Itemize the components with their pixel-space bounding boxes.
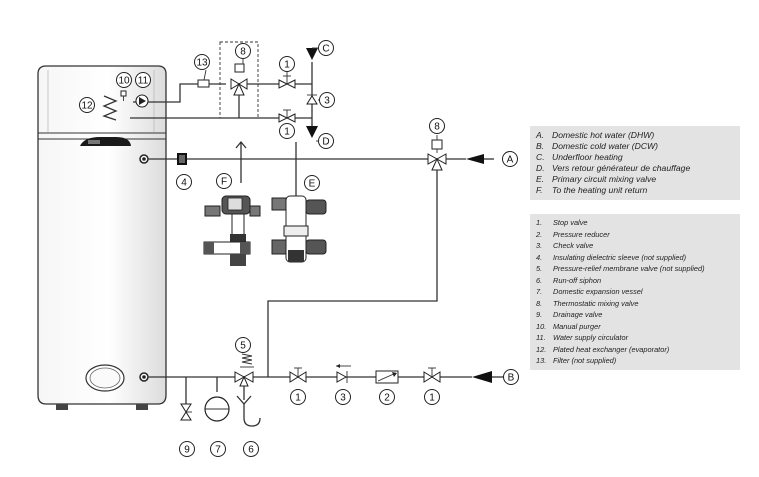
marker-4: 4 — [176, 174, 192, 190]
svg-text:1: 1 — [429, 393, 435, 404]
manifold-fitting-icon — [271, 195, 327, 263]
purger-icon — [120, 90, 127, 101]
legend-row: 7.Domestic expansion vessel — [536, 287, 643, 296]
marker-10: 10 — [116, 72, 132, 88]
heat-exchanger-icon — [102, 95, 118, 121]
marker-6: 6 — [243, 441, 259, 457]
legend-row: F.To the heating unit return — [536, 185, 648, 195]
expansion-vessel-icon — [204, 396, 230, 422]
check-valve-icon — [336, 364, 351, 383]
svg-text:3: 3 — [324, 96, 330, 107]
legend-row: 3.Check valve — [536, 241, 594, 250]
svg-text:A: A — [507, 155, 514, 166]
legend-row: 2.Pressure reducer — [536, 229, 610, 239]
flow-arrow-icon — [472, 371, 492, 383]
pressure-relief-valve-icon — [234, 353, 254, 387]
marker-B: B — [503, 369, 519, 385]
legend-row: 4.Insulating dielectric sleeve (not supp… — [536, 252, 687, 262]
legend-row: 13.Filter (not supplied) — [536, 356, 617, 365]
svg-text:E: E — [309, 179, 316, 190]
legend-flows: A.Domestic hot water (DHW) B.Domestic co… — [530, 126, 740, 200]
stop-valve-icon — [278, 75, 296, 89]
legend-row: 5.Pressure-relief membrane valve (not su… — [536, 264, 705, 273]
legend-row: 9.Drainage valve — [536, 310, 603, 319]
marker-F: F — [216, 173, 232, 189]
marker-D: D — [318, 133, 334, 149]
thermostatic-mixing-valve-icon — [427, 139, 447, 171]
marker-3: 3 — [319, 92, 335, 108]
marker-1: 1 — [290, 389, 306, 405]
svg-text:5: 5 — [240, 341, 246, 352]
legend-row: B.Domestic cold water (DCW) — [536, 141, 659, 151]
siphon-icon — [236, 386, 261, 427]
legend-row: 1.Stop valve — [536, 218, 588, 227]
svg-text:1: 1 — [284, 127, 290, 138]
svg-text:3: 3 — [340, 393, 346, 404]
svg-text:C: C — [322, 44, 329, 55]
svg-text:6: 6 — [248, 445, 254, 456]
legend-row: 6.Run-off siphon — [536, 275, 602, 285]
manifold-fitting-icon — [203, 195, 261, 266]
legend-row: 10.Manual purger — [536, 321, 601, 331]
flow-arrow-icon — [466, 154, 484, 164]
stop-valve-icon — [278, 109, 296, 123]
drain-valve-icon — [180, 403, 192, 421]
svg-text:7: 7 — [215, 445, 221, 456]
svg-text:13: 13 — [196, 58, 208, 69]
stop-valve-icon — [289, 367, 307, 383]
marker-3: 3 — [335, 389, 351, 405]
svg-text:11: 11 — [138, 76, 149, 87]
check-valve-icon — [306, 94, 318, 105]
marker-1: 1 — [279, 56, 295, 72]
marker-1: 1 — [424, 389, 440, 405]
marker-C: C — [318, 40, 334, 56]
filter-icon — [197, 79, 210, 88]
pressure-reducer-icon — [375, 370, 399, 384]
svg-text:1: 1 — [284, 60, 290, 71]
legend-row: 12.Plated heat exchanger (evaporator) — [536, 344, 670, 354]
svg-text:F: F — [221, 177, 227, 188]
svg-text:D: D — [322, 137, 329, 148]
legend-row: E.Primary circuit mixing valve — [536, 174, 657, 184]
svg-text:9: 9 — [184, 445, 190, 456]
legend-row: 8.Thermostatic mixing valve — [536, 298, 639, 308]
thermostatic-mixing-valve-icon — [230, 63, 248, 96]
marker-9: 9 — [179, 441, 195, 457]
marker-2: 2 — [379, 389, 395, 405]
svg-text:8: 8 — [240, 47, 246, 58]
heat-pump-water-heater-icon — [37, 65, 167, 410]
legend-row: 11.Water supply circulator — [536, 333, 629, 342]
svg-text:4: 4 — [181, 178, 187, 189]
svg-text:2: 2 — [384, 393, 390, 404]
svg-text:B: B — [508, 373, 515, 384]
marker-12: 12 — [79, 97, 95, 113]
circulator-icon — [135, 94, 149, 108]
legend-row: A.Domestic hot water (DHW) — [536, 130, 655, 140]
marker-8: 8 — [235, 43, 251, 59]
marker-1: 1 — [279, 123, 295, 139]
svg-text:8: 8 — [434, 122, 440, 133]
marker-E: E — [304, 175, 320, 191]
marker-7: 7 — [210, 441, 226, 457]
marker-5: 5 — [235, 337, 251, 353]
stop-valve-icon — [423, 367, 441, 383]
marker-11: 11 — [135, 72, 151, 88]
svg-text:10: 10 — [118, 76, 130, 87]
marker-13: 13 — [194, 54, 210, 70]
marker-8: 8 — [429, 118, 445, 134]
flow-arrow-icon — [306, 48, 318, 138]
legend-row: D.Vers retour générateur de chauffage — [536, 163, 691, 173]
marker-A: A — [502, 151, 518, 167]
svg-text:1: 1 — [295, 393, 301, 404]
svg-text:12: 12 — [81, 101, 93, 112]
legend-row: C.Underfloor heating — [536, 152, 623, 162]
legend-components: 1.Stop valve 2.Pressure reducer 3.Check … — [530, 214, 740, 370]
